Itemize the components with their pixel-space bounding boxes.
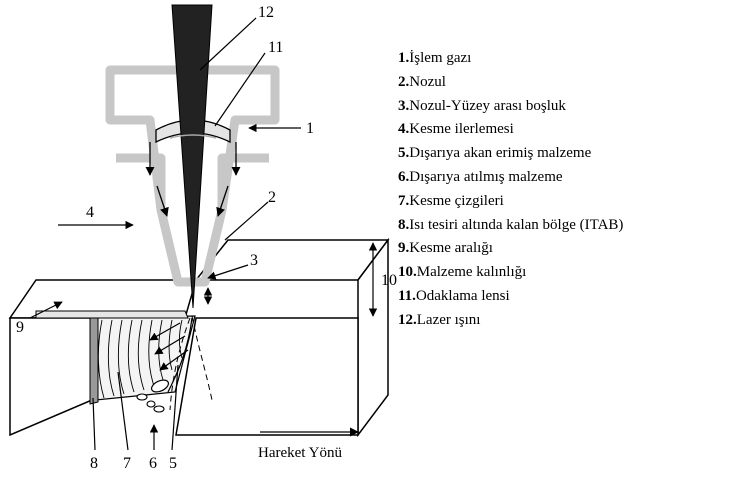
callout-3: 3: [250, 252, 258, 269]
legend-item: 10.Malzeme kalınlığı: [398, 264, 527, 281]
legend-item: 1.İşlem gazı: [398, 50, 472, 66]
legend-item: 6.Dışarıya atılmış malzeme: [398, 168, 563, 185]
legend-item: 4.Kesme ilerlemesi: [398, 121, 514, 138]
callout-4: 4: [86, 204, 94, 221]
kerf-cut-face: [35, 310, 196, 405]
callout-2: 2: [268, 189, 276, 206]
callout-12: 12: [258, 4, 274, 21]
laser-beam: [171, 4, 213, 309]
legend-item: 9.Kesme aralığı: [398, 240, 493, 257]
callout-9: 9: [16, 319, 24, 336]
nozzle-body: [105, 65, 280, 287]
legend: 1.İşlem gazı 2.Nozul 3.Nozul-Yüzey arası…: [398, 47, 623, 333]
callout-10: 10: [381, 272, 397, 289]
movement-direction-label: Hareket Yönü: [258, 445, 342, 461]
ejected-droplets: [136, 379, 170, 413]
callout-7: 7: [123, 455, 131, 472]
legend-item: 7.Kesme çizgileri: [398, 192, 504, 209]
legend-item: 8.Isı tesiri altında kalan bölge (ITAB): [398, 216, 624, 233]
callout-11: 11: [268, 39, 283, 56]
callout-5: 5: [169, 455, 177, 472]
callout-8: 8: [90, 455, 98, 472]
callout-1: 1: [306, 120, 314, 137]
leader-lines: [29, 17, 378, 451]
workpiece-right-block: [175, 237, 390, 438]
legend-item: 5.Dışarıya akan erimiş malzeme: [398, 145, 592, 162]
callout-6: 6: [149, 455, 157, 472]
legend-item: 12.Lazer ışını: [398, 311, 481, 328]
gas-flow-arrows: [145, 142, 241, 217]
legend-item: 2.Nozul: [398, 73, 446, 90]
gas-spread-lines: [169, 315, 213, 411]
legend-item: 3.Nozul-Yüzey arası boşluk: [398, 97, 566, 114]
molten-flow-arrows: [149, 317, 193, 393]
legend-item: 11.Odaklama lensi: [398, 287, 510, 304]
